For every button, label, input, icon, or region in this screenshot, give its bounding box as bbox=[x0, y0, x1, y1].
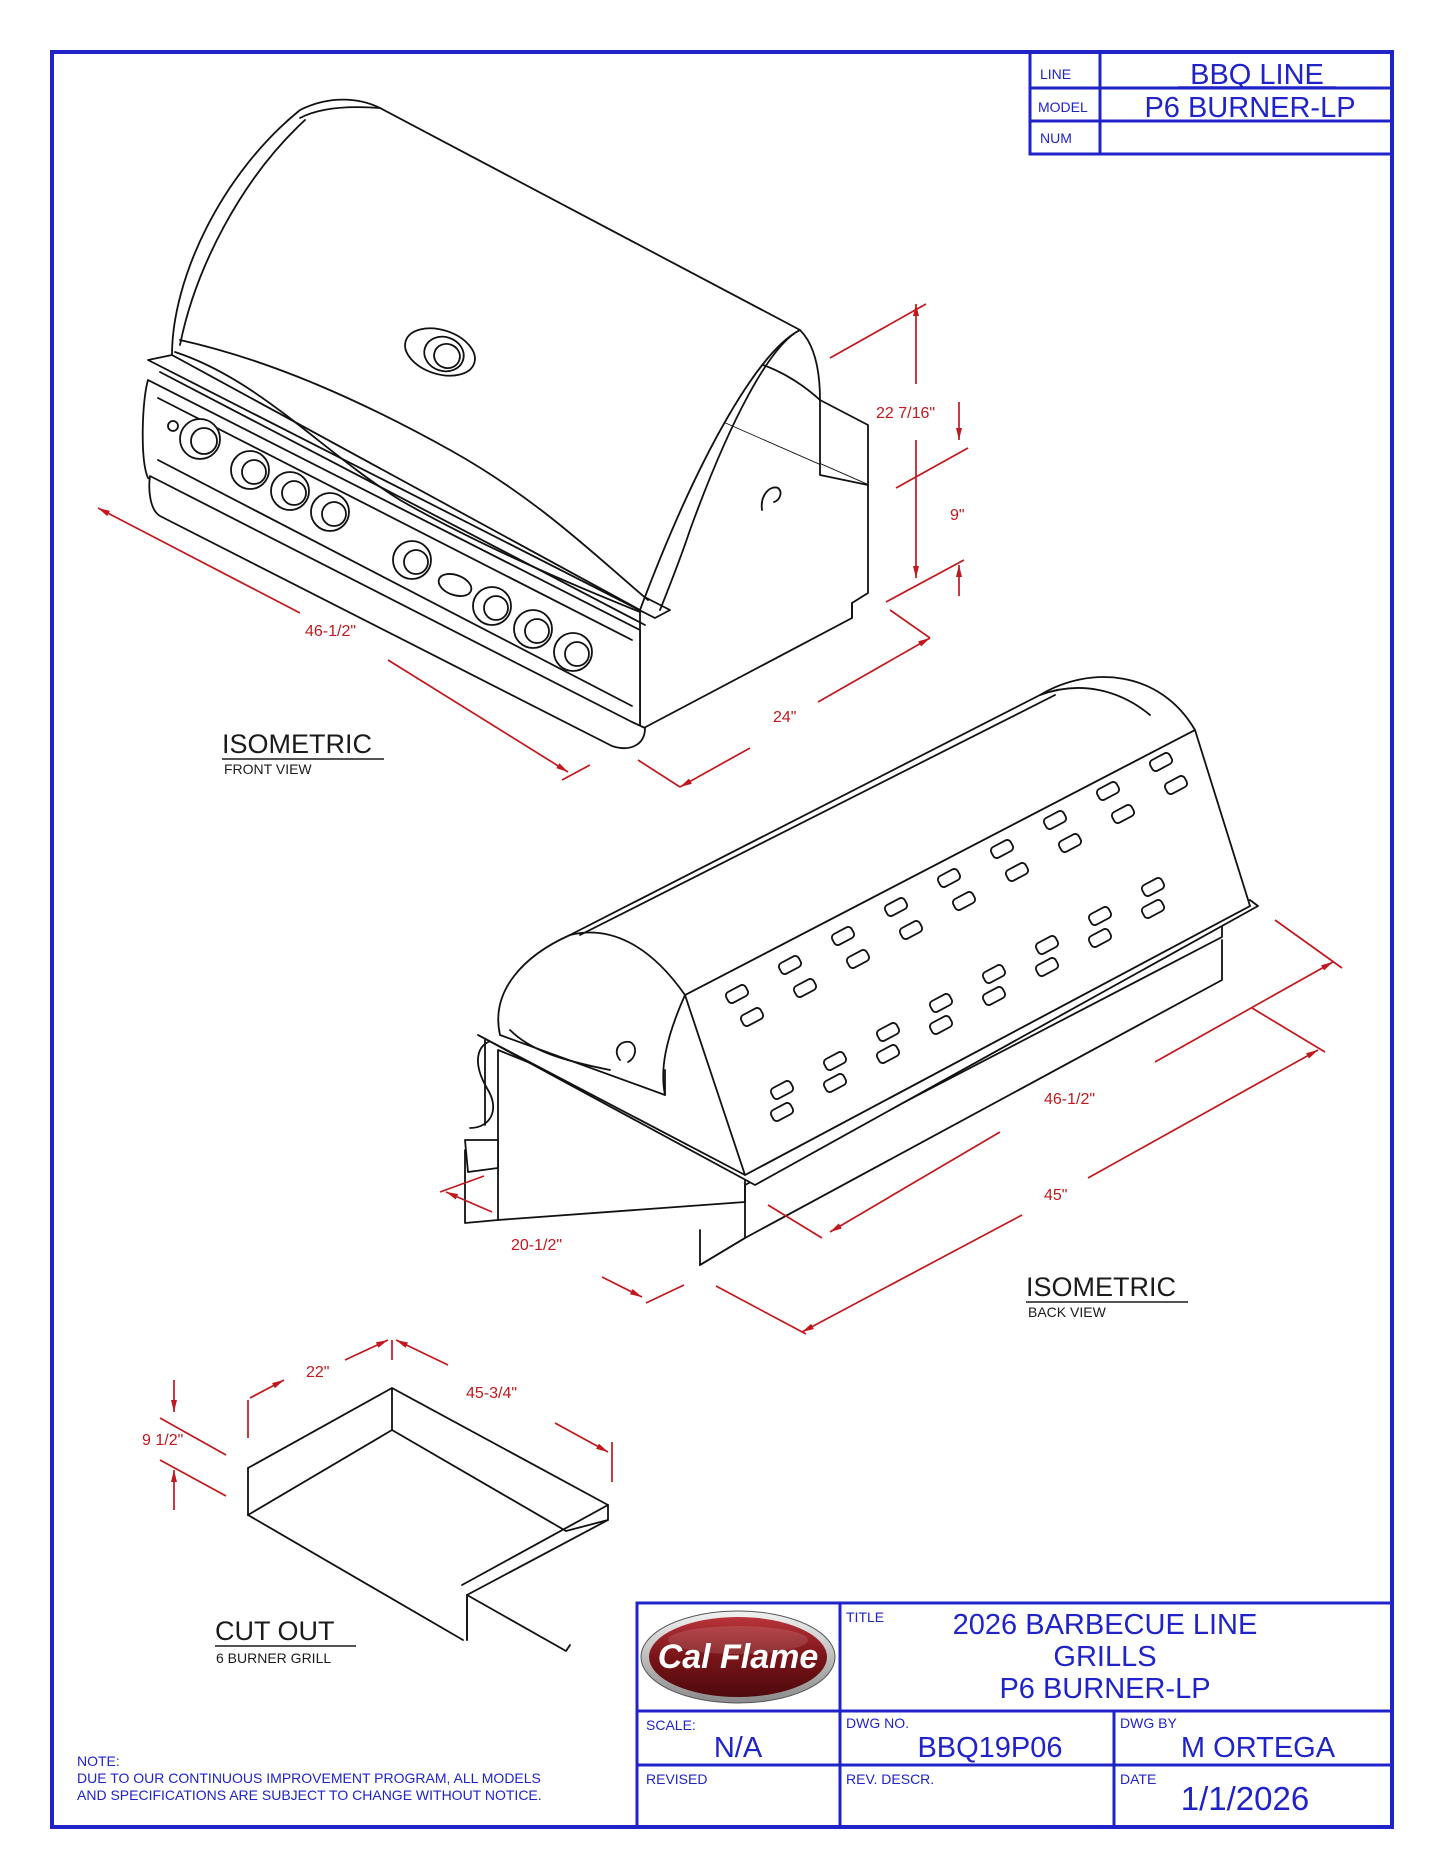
vent-slot bbox=[1004, 862, 1030, 882]
vent-slot bbox=[928, 993, 954, 1013]
front-dimensions: 46-1/2" 24" 22 7/16" 9" bbox=[97, 303, 969, 788]
vent-slot bbox=[830, 926, 856, 946]
dwg-no-value: BBQ19P06 bbox=[917, 1732, 1062, 1764]
bottom-title-block: Cal Flame TITLE 2026 BARBECUE LINE GRILL… bbox=[635, 1601, 1394, 1829]
vent-slot bbox=[1095, 781, 1121, 801]
front-depth-dim: 24" bbox=[773, 709, 796, 726]
cutout-title: CUT OUT bbox=[215, 1616, 335, 1646]
date-label: DATE bbox=[1120, 1771, 1156, 1787]
vent-slot bbox=[875, 1044, 901, 1064]
date-value: 1/1/2026 bbox=[1181, 1780, 1309, 1817]
back-depth-dim: 20-1/2" bbox=[511, 1237, 562, 1254]
vent-slot bbox=[822, 1073, 848, 1093]
scale-label: SCALE: bbox=[646, 1717, 696, 1733]
vent-slot bbox=[875, 1022, 901, 1042]
vent-slot bbox=[724, 984, 750, 1004]
front-view-title: ISOMETRIC bbox=[222, 729, 372, 759]
note-heading: NOTE: bbox=[77, 1753, 120, 1769]
cutout-drawing bbox=[247, 1387, 609, 1652]
front-isometric-grill bbox=[141, 98, 869, 750]
cutout-width-dim: 45-3/4" bbox=[466, 1385, 517, 1402]
vent-slot bbox=[1140, 899, 1166, 919]
top-title-block: LINE BBQ LINE MODEL P6 BURNER-LP NUM bbox=[1028, 50, 1394, 156]
cutout-subtitle: 6 BURNER GRILL bbox=[216, 1650, 331, 1666]
vent-slot bbox=[1148, 752, 1174, 772]
dwg-by-label: DWG BY bbox=[1120, 1715, 1177, 1731]
back-view-subtitle: BACK VIEW bbox=[1028, 1304, 1107, 1320]
vent-slot bbox=[1110, 804, 1136, 824]
num-label: NUM bbox=[1040, 130, 1072, 146]
back-view-title: ISOMETRIC bbox=[1026, 1272, 1176, 1302]
vent-slot bbox=[1042, 810, 1068, 830]
vent-slot bbox=[883, 897, 909, 917]
cutout-dimensions: 22" 45-3/4" 9 1/2" bbox=[142, 1339, 613, 1510]
front-knobs bbox=[167, 418, 593, 672]
vent-slot bbox=[845, 949, 871, 969]
vent-slot bbox=[981, 986, 1007, 1006]
back-isometric-grill bbox=[464, 676, 1259, 1266]
title-line3: P6 BURNER-LP bbox=[999, 1673, 1210, 1705]
front-lower-height-dim: 9" bbox=[950, 507, 965, 524]
front-height-dim: 22 7/16" bbox=[876, 405, 935, 422]
vent-slot bbox=[1087, 906, 1113, 926]
note-line2: AND SPECIFICATIONS ARE SUBJECT TO CHANGE… bbox=[77, 1787, 542, 1803]
scale-value: N/A bbox=[714, 1732, 763, 1764]
vent-slot bbox=[1057, 833, 1083, 853]
back-width-top-dim: 46-1/2" bbox=[1044, 1091, 1095, 1108]
line-value: BBQ LINE bbox=[1190, 59, 1324, 91]
revised-label: REVISED bbox=[646, 1771, 707, 1787]
title-line1: 2026 BARBECUE LINE bbox=[953, 1609, 1258, 1641]
vent-slot bbox=[928, 1015, 954, 1035]
back-width-bottom-dim: 45" bbox=[1044, 1187, 1067, 1204]
cutout-height-dim: 9 1/2" bbox=[142, 1432, 183, 1449]
line-label: LINE bbox=[1040, 66, 1071, 82]
cal-flame-logo: Cal Flame bbox=[640, 1610, 836, 1704]
note-line1: DUE TO OUR CONTINUOUS IMPROVEMENT PROGRA… bbox=[77, 1770, 541, 1786]
vent-slot bbox=[822, 1051, 848, 1071]
dwg-by-value: M ORTEGA bbox=[1181, 1732, 1336, 1764]
vent-slot bbox=[792, 978, 818, 998]
vent-slot bbox=[951, 891, 977, 911]
vent-slot bbox=[1034, 957, 1060, 977]
front-view-subtitle: FRONT VIEW bbox=[224, 761, 312, 777]
title-line2: GRILLS bbox=[1053, 1641, 1156, 1673]
rev-descr-label: REV. DESCR. bbox=[846, 1771, 934, 1787]
model-value: P6 BURNER-LP bbox=[1144, 92, 1355, 124]
back-vents bbox=[724, 752, 1189, 1122]
vent-slot bbox=[1140, 877, 1166, 897]
model-label: MODEL bbox=[1038, 99, 1088, 115]
vent-slot bbox=[981, 964, 1007, 984]
note: NOTE: DUE TO OUR CONTINUOUS IMPROVEMENT … bbox=[77, 1753, 542, 1803]
front-width-dim: 46-1/2" bbox=[305, 623, 356, 640]
vent-slot bbox=[1087, 928, 1113, 948]
vent-slot bbox=[1163, 775, 1189, 795]
vent-slot bbox=[898, 920, 924, 940]
dwg-no-label: DWG NO. bbox=[846, 1715, 909, 1731]
vent-slot bbox=[769, 1080, 795, 1100]
vent-slot bbox=[989, 839, 1015, 859]
title-label: TITLE bbox=[846, 1609, 884, 1625]
vent-slot bbox=[936, 868, 962, 888]
vent-slot bbox=[769, 1102, 795, 1122]
vent-slot bbox=[1034, 935, 1060, 955]
vent-slot bbox=[739, 1007, 765, 1027]
cutout-depth-dim: 22" bbox=[306, 1364, 329, 1381]
logo-text: Cal Flame bbox=[658, 1638, 819, 1676]
vent-slot bbox=[777, 955, 803, 975]
back-dimensions: 46-1/2" 45" 20-1/2" bbox=[439, 919, 1343, 1335]
